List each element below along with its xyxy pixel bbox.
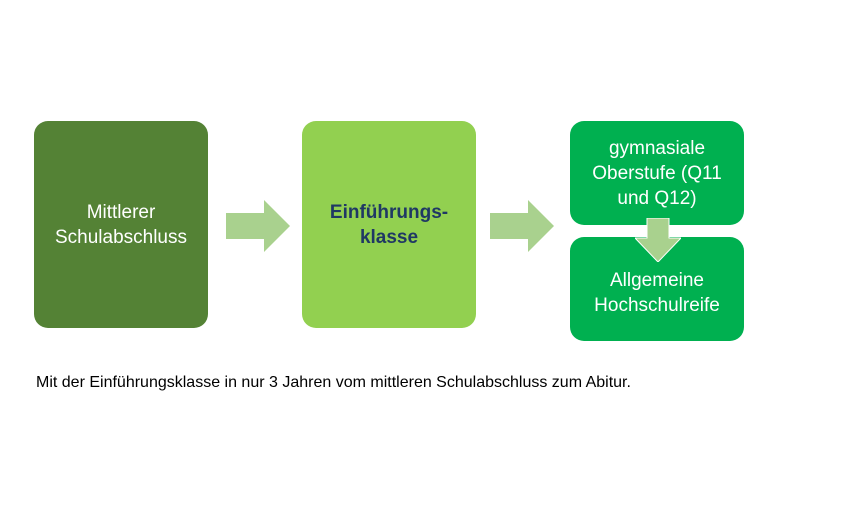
step-label: Mittlerer Schulabschluss [54, 201, 188, 248]
right-arrow-icon [226, 200, 290, 252]
down-arrow-icon [635, 218, 681, 262]
step-label: Einführungs-klasse [329, 201, 449, 248]
step-mittlerer-schulabschluss: Mittlerer Schulabschluss [34, 121, 208, 328]
step-label: gymnasiale Oberstufe (Q11 und Q12) [592, 137, 722, 209]
step-gymnasiale-oberstufe: gymnasiale Oberstufe (Q11 und Q12) [570, 121, 744, 225]
caption: Mit der Einführungsklasse in nur 3 Jahre… [36, 374, 631, 391]
step-einfuehrungsklasse: Einführungs-klasse [302, 121, 476, 328]
right-arrow-icon [490, 200, 554, 252]
step-label: Allgemeine Hochschulreife [594, 270, 720, 316]
